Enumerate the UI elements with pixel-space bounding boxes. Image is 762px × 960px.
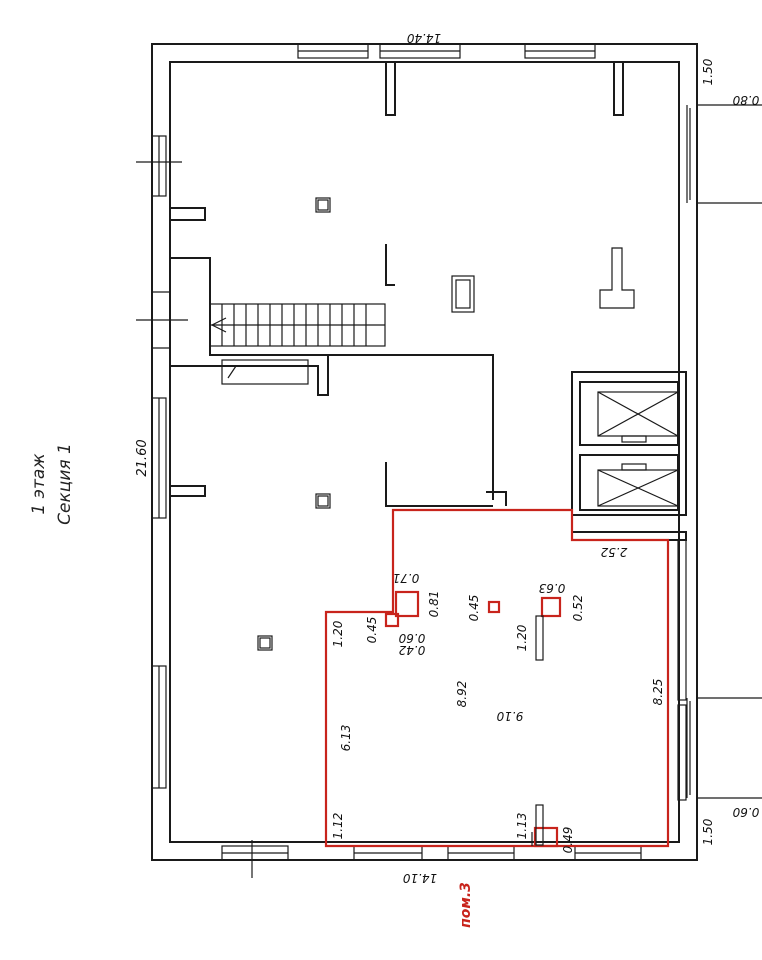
dim-bottom-col: 0.49 — [561, 827, 575, 854]
dim-room-left-mid: 6.13 — [339, 725, 353, 752]
dim-room-right: 8.25 — [651, 679, 665, 706]
outer-walls — [151, 43, 762, 861]
dim-right-cut-bottom: 0.60 — [732, 805, 759, 819]
interior-walls — [170, 62, 687, 541]
dim-room-left-lower: 1.12 — [331, 813, 345, 840]
floor-label: 1 этаж — [29, 453, 49, 515]
dim-bottom-width: 14.10 — [402, 871, 437, 885]
staircase — [209, 303, 386, 385]
right-strips — [677, 539, 687, 801]
columns — [257, 197, 635, 651]
dim-room-center-w: 9.10 — [496, 709, 523, 723]
dim-col1-a: 0.45 — [365, 617, 379, 644]
dim-top-width: 14.40 — [406, 31, 441, 45]
dim-col1-c: 0.42 — [399, 643, 426, 657]
dim-right-cut-top: 0.80 — [732, 93, 759, 107]
dim-col1-h: 0.81 — [427, 591, 441, 618]
room-pillars — [531, 615, 544, 846]
top-windows — [297, 43, 596, 59]
dim-room-center-h: 8.92 — [455, 681, 469, 708]
room-label: пом.3 — [458, 882, 474, 928]
dim-room-left-upper: 1.20 — [331, 620, 345, 647]
elevators — [597, 391, 679, 507]
dim-left-height: 21.60 — [135, 439, 150, 476]
dim-col1-w: 0.71 — [393, 571, 420, 585]
dim-col2-a: 0.45 — [467, 595, 481, 622]
dim-room-top: 2.52 — [601, 545, 628, 559]
dim-col3-h: 0.52 — [571, 595, 585, 622]
dim-pillar-h: 1.20 — [515, 624, 529, 651]
dim-col3-w: 0.63 — [539, 581, 566, 595]
section-label: Секция 1 — [55, 443, 75, 525]
left-windows — [136, 135, 188, 789]
room-outline — [324, 508, 670, 848]
dim-right-bottom: 1.50 — [701, 818, 715, 845]
dim-bottom-stub: 1.13 — [515, 813, 529, 840]
dim-col1-b: 0.60 — [398, 631, 425, 645]
dim-right-top: 1.50 — [701, 58, 715, 85]
